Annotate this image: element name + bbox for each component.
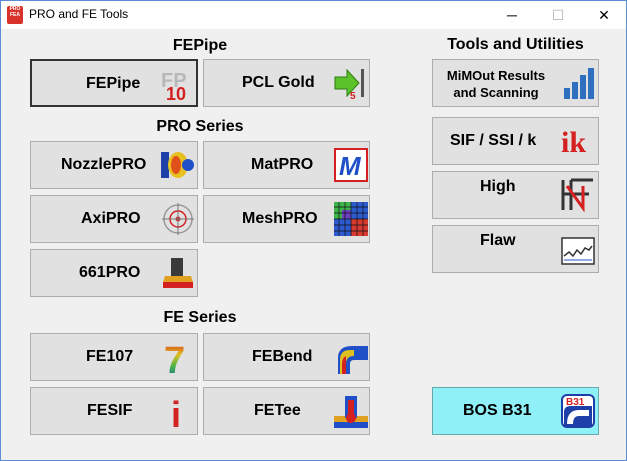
fepipe-button[interactable]: FEPipe FP 10 xyxy=(30,59,198,107)
hf-symbol-icon xyxy=(561,178,595,212)
maximize-button[interactable]: ☐ xyxy=(551,7,565,23)
fetee-button[interactable]: FETee xyxy=(203,387,370,435)
high-label: High xyxy=(480,178,516,195)
fe107-seven-icon: 7 xyxy=(161,340,195,374)
nozzlepro-button[interactable]: NozzlePRO xyxy=(30,141,198,189)
arrow-right-icon: 5 xyxy=(332,66,366,100)
fesif-i-icon: i xyxy=(161,394,195,428)
pro661-button[interactable]: 661PRO xyxy=(30,249,198,297)
section-pro-heading: PRO Series xyxy=(156,118,244,135)
pro661-label: 661PRO xyxy=(79,264,141,281)
nozzle-icon xyxy=(161,148,195,182)
b31-logo-icon: B31 xyxy=(561,394,595,428)
pipe-bend-icon xyxy=(334,340,368,374)
fesif-icon-letter: i xyxy=(171,394,181,428)
bos-b31-label: BOS B31 xyxy=(463,402,532,419)
fepipe-icon-fp: FP xyxy=(161,70,187,92)
section-fe-heading: FE Series xyxy=(163,309,237,326)
meshpro-label: MeshPRO xyxy=(242,210,318,227)
section-fepipe-heading: FEPipe xyxy=(172,37,228,54)
title-bar: PRO FEA PRO and FE Tools ─ ☐ ✕ xyxy=(1,1,626,29)
bos-b31-button[interactable]: BOS B31 B31 xyxy=(432,387,599,435)
nozzlepro-label: NozzlePRO xyxy=(61,156,147,173)
fesif-label: FESIF xyxy=(87,402,133,419)
mimout-label-line1: MiMOut Results xyxy=(446,68,546,83)
ik-icon: ik xyxy=(561,124,595,158)
matpro-icon-letter: M xyxy=(339,151,362,181)
fe107-button[interactable]: FE107 7 xyxy=(30,333,198,381)
app-logo-icon: PRO FEA xyxy=(7,6,23,24)
mesh-grid-icon xyxy=(334,202,368,236)
close-button[interactable]: ✕ xyxy=(598,7,610,23)
bar-chart-icon xyxy=(561,66,595,100)
matpro-m-icon: M xyxy=(334,148,368,182)
pcl-icon-number: 5 xyxy=(350,91,356,100)
crosshair-icon xyxy=(161,202,195,236)
mimout-button[interactable]: MiMOut Results and Scanning xyxy=(432,59,599,107)
tee-joint-icon xyxy=(334,394,368,428)
high-button[interactable]: High xyxy=(432,171,599,219)
mimout-label: MiMOut Results and Scanning xyxy=(441,67,551,101)
pcl-gold-button[interactable]: PCL Gold 5 xyxy=(203,59,370,107)
bos-icon-text: B31 xyxy=(566,397,585,408)
window-title: PRO and FE Tools xyxy=(29,7,129,21)
fetee-label: FETee xyxy=(254,402,301,419)
axipro-button[interactable]: AxiPRO xyxy=(30,195,198,243)
section-tools-heading: Tools and Utilities xyxy=(447,36,584,53)
mimout-label-line2: and Scanning xyxy=(453,85,539,100)
tank-icon xyxy=(161,256,195,290)
meshpro-button[interactable]: MeshPRO xyxy=(203,195,370,243)
crack-graph-icon xyxy=(561,234,595,268)
flaw-label: Flaw xyxy=(480,232,516,249)
sif-ssi-k-label: SIF / SSI / k xyxy=(450,132,537,149)
fepipe-icon-version: 10 xyxy=(166,84,186,101)
matpro-label: MatPRO xyxy=(251,156,314,173)
fepipe-icon: FP 10 xyxy=(160,67,194,101)
fesif-button[interactable]: FESIF i xyxy=(30,387,198,435)
minimize-button[interactable]: ─ xyxy=(507,7,517,23)
axipro-label: AxiPRO xyxy=(81,210,141,227)
pcl-gold-label: PCL Gold xyxy=(242,74,315,91)
sif-ssi-k-button[interactable]: SIF / SSI / k ik xyxy=(432,117,599,165)
matpro-button[interactable]: MatPRO M xyxy=(203,141,370,189)
fe107-icon-glyph: 7 xyxy=(164,340,185,374)
febend-button[interactable]: FEBend xyxy=(203,333,370,381)
febend-label: FEBend xyxy=(252,348,313,365)
sif-icon-letters: ik xyxy=(561,126,586,158)
fe107-label: FE107 xyxy=(86,348,134,365)
fepipe-label: FEPipe xyxy=(86,75,141,92)
flaw-button[interactable]: Flaw xyxy=(432,225,599,273)
